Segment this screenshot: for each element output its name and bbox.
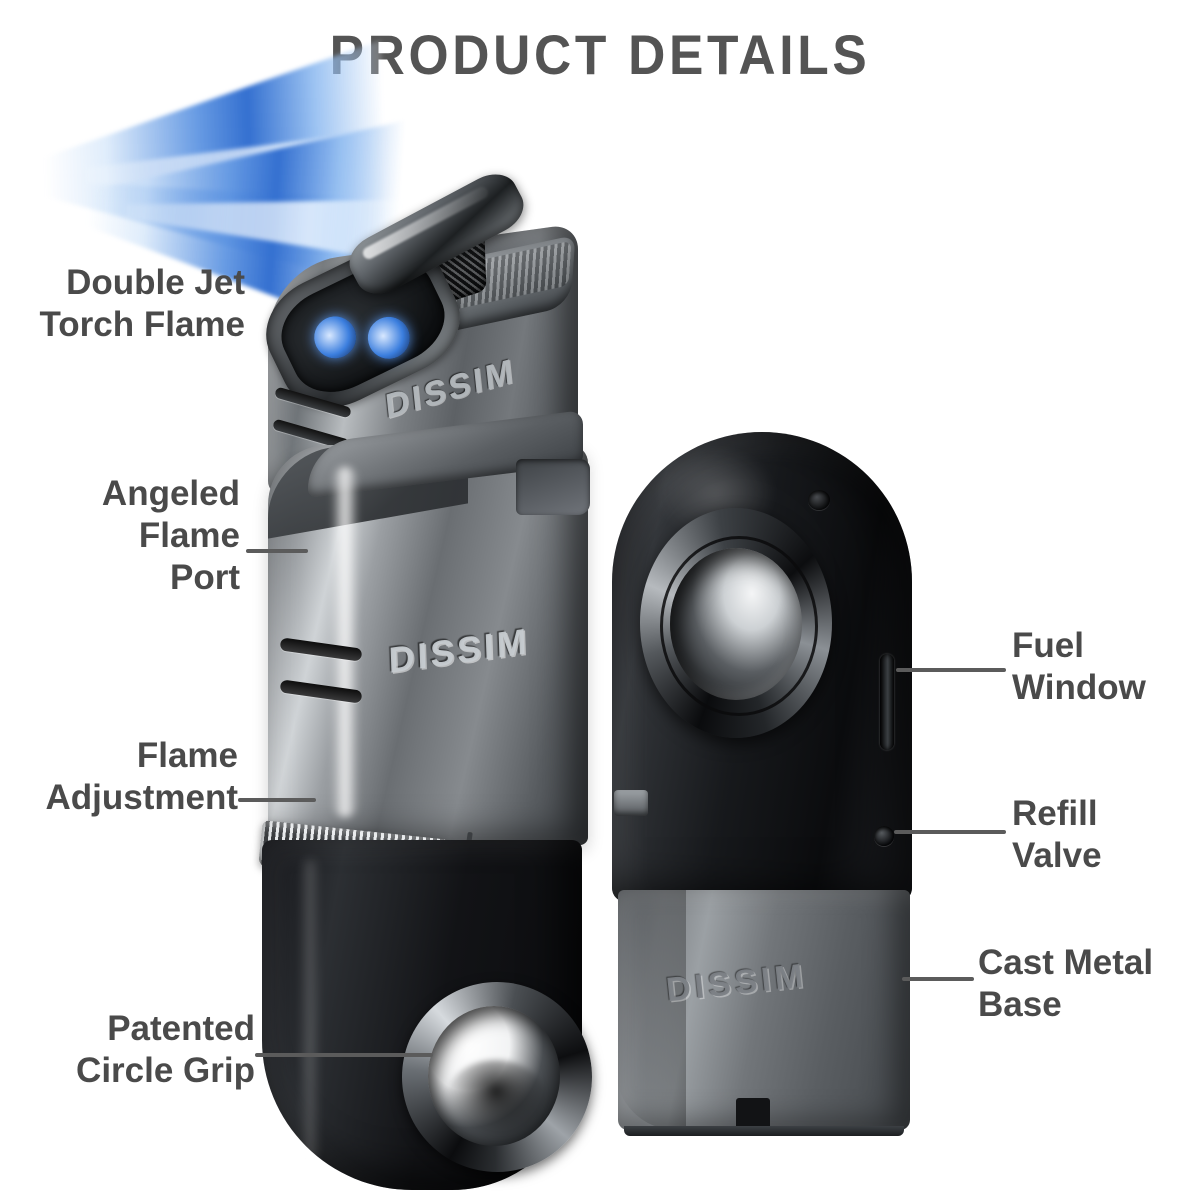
leader-line-fuel-window — [896, 668, 1006, 672]
page-title: PRODUCT DETAILS — [329, 23, 871, 86]
callout-cast-metal-base: Cast Metal Base — [978, 943, 1154, 1024]
brand-emboss-base: DISSIM — [664, 956, 809, 1010]
product-image-front-lit: DISSIM DISSIM — [250, 110, 640, 1190]
patented-circle-grip[interactable] — [402, 982, 592, 1172]
callout-double-jet-torch-flame: Double Jet Torch Flame — [39, 263, 245, 344]
base-foot — [624, 1126, 904, 1136]
hinge-pin-hole — [808, 490, 830, 510]
leader-line-refill-valve — [894, 830, 1006, 834]
cast-metal-base: DISSIM — [616, 890, 910, 1136]
leader-line-cast-metal-base — [902, 977, 974, 981]
mid-body-highlight — [332, 467, 358, 817]
circle-grip-ring — [660, 536, 818, 716]
circle-grip-inner-shadow — [446, 1060, 546, 1138]
callout-flame-adjustment: Flame Adjustment — [45, 736, 239, 817]
leader-line-flame-adjustment — [238, 798, 316, 802]
callout-fuel-window: Fuel Window — [1012, 626, 1146, 707]
jet-nozzle-2 — [360, 309, 417, 366]
mid-body-notch — [516, 459, 590, 515]
callout-angeled-flame-port: Angeled Flame Port — [101, 474, 240, 597]
lower-body-matte-black — [262, 840, 592, 1190]
callout-refill-valve: Refill Valve — [1012, 794, 1102, 875]
product-image-rear: DISSIM — [612, 432, 922, 1152]
rear-body-matte-black — [612, 432, 912, 902]
mid-body-gunmetal: DISSIM — [268, 410, 590, 845]
brand-emboss-body: DISSIM — [387, 620, 531, 681]
patented-circle-grip[interactable] — [640, 508, 832, 738]
leader-line-angeled-flame-port — [246, 549, 308, 553]
refill-valve[interactable] — [874, 826, 894, 846]
base-edge-shading — [616, 890, 686, 1130]
callout-patented-circle-grip: Patented Circle Grip — [76, 1009, 255, 1090]
fuel-window — [880, 654, 894, 750]
lower-body-highlight — [302, 860, 318, 1160]
jet-nozzle-1 — [307, 309, 364, 366]
side-release-tab[interactable] — [614, 790, 648, 816]
leader-line-patented-circle-grip — [255, 1053, 433, 1057]
